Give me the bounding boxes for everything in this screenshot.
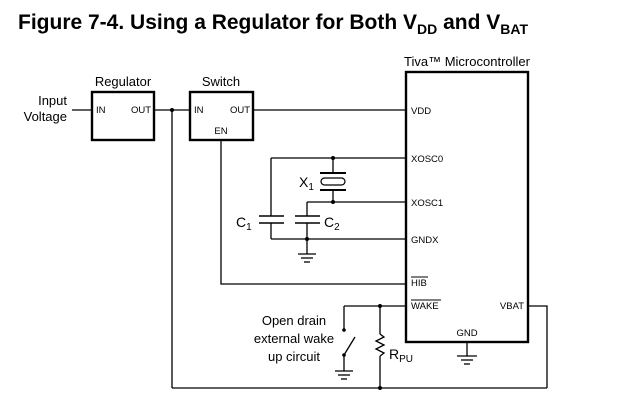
c1-label: C1	[236, 214, 252, 233]
ground-icon	[298, 253, 316, 263]
microcontroller-label: Tiva™ Microcontroller	[404, 54, 531, 69]
open-drain-switch-icon	[342, 328, 356, 357]
ground-icon	[457, 355, 477, 365]
capacitor-c2-icon	[295, 215, 320, 224]
hib-to-en-wire	[220, 140, 406, 285]
pin-xosc0: XOSC0	[411, 154, 443, 165]
crystal-x1-icon	[320, 172, 346, 191]
vbat-wire	[528, 305, 548, 388]
regulator-label: Regulator	[95, 74, 152, 89]
pin-vbat: VBAT	[500, 301, 524, 312]
wake-circuit-label-line2: external wake	[254, 331, 334, 346]
pin-xosc1: XOSC1	[411, 198, 443, 209]
ground-icon	[335, 370, 353, 380]
regulator-pin-out: OUT	[131, 105, 151, 116]
switch-pin-in: IN	[194, 105, 204, 116]
regulator-block	[90, 90, 156, 142]
input-voltage-label-line2: Voltage	[24, 109, 67, 124]
c2-label: C2	[324, 214, 340, 233]
regulator-pin-in: IN	[96, 105, 106, 116]
junction-dot	[305, 237, 309, 241]
pin-hib: HIB	[411, 278, 427, 289]
junction-dot	[378, 386, 382, 390]
resistor-rpu-icon	[374, 333, 386, 357]
switch-pin-out: OUT	[230, 105, 250, 116]
wake-circuit-label-line1: Open drain	[262, 313, 326, 328]
pin-vdd: VDD	[411, 106, 431, 117]
pin-gnd: GND	[456, 328, 477, 339]
capacitor-c1-icon	[259, 215, 284, 224]
pin-gndx: GNDX	[411, 235, 439, 246]
input-voltage-label-line1: Input	[38, 93, 67, 108]
figure-title: Figure 7-4. Using a Regulator for Both V…	[18, 11, 528, 37]
switch-pin-en: EN	[214, 126, 227, 137]
microcontroller-block	[404, 70, 530, 344]
rpu-label: RPU	[389, 346, 413, 365]
pin-wake: WAKE	[411, 301, 439, 312]
switch-label: Switch	[202, 74, 240, 89]
x1-label: X1	[299, 174, 314, 193]
wake-circuit-label-line3: up circuit	[268, 349, 320, 364]
